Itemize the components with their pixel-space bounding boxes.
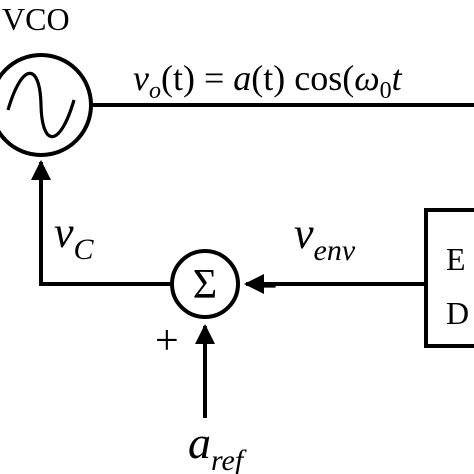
envelope-detector-block: E D xyxy=(424,208,474,348)
summing-junction: Σ xyxy=(170,249,240,319)
control-signal-label: vC xyxy=(54,208,95,266)
minus-sign: − xyxy=(255,264,278,309)
plus-sign: + xyxy=(155,318,179,364)
envelope-detector-line2: D xyxy=(446,295,469,331)
summer-circle xyxy=(170,249,240,319)
reference-signal-label: aref xyxy=(188,417,247,474)
vco-circle xyxy=(0,53,93,157)
envelope-signal-label: venv xyxy=(294,209,356,267)
envelope-detector-box xyxy=(424,208,474,348)
sine-wave-icon xyxy=(6,71,76,139)
output-signal-expression: vo(t) = a(t) cos(ω0t xyxy=(133,58,403,104)
sigma-symbol: Σ xyxy=(193,262,217,308)
vco-block xyxy=(0,53,93,157)
vco-label: VCO xyxy=(2,1,70,37)
control-feedback-line xyxy=(31,160,172,286)
envelope-detector-line1: E xyxy=(446,241,466,277)
